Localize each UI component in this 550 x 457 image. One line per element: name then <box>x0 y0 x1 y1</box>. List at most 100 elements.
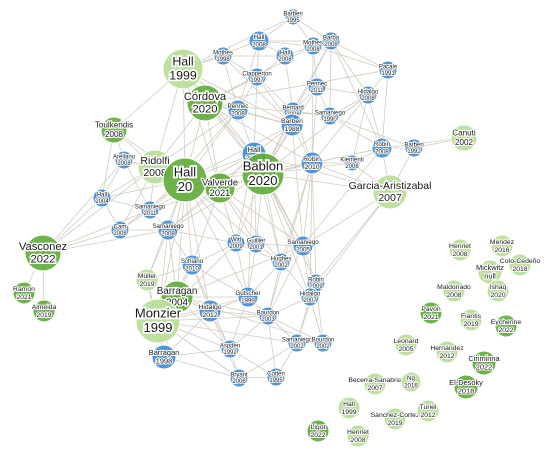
node-circle[interactable] <box>300 287 320 307</box>
node-circle[interactable] <box>300 151 324 175</box>
node-circle[interactable] <box>346 424 370 448</box>
node-circle[interactable] <box>186 84 224 122</box>
node-circle[interactable] <box>490 234 514 258</box>
node-circle[interactable] <box>337 396 361 420</box>
node-circle[interactable] <box>471 350 497 376</box>
node-circle[interactable] <box>135 298 181 344</box>
node-circle[interactable] <box>258 306 278 326</box>
node-circle[interactable] <box>135 268 159 292</box>
node-circle[interactable] <box>140 200 160 220</box>
node-circle[interactable] <box>303 36 323 56</box>
node-circle[interactable] <box>241 152 285 196</box>
node-circle[interactable] <box>229 368 249 388</box>
node-circle[interactable] <box>271 252 291 272</box>
node-circle[interactable] <box>287 333 307 353</box>
node-circle[interactable] <box>363 372 387 396</box>
node-circle[interactable] <box>246 234 266 254</box>
node-circle[interactable] <box>306 419 330 443</box>
node-circle[interactable] <box>394 333 418 357</box>
node-circle[interactable] <box>320 106 340 126</box>
node-circle[interactable] <box>32 299 56 323</box>
node-circle[interactable] <box>151 344 177 370</box>
node-circle[interactable] <box>181 254 203 276</box>
node-circle[interactable] <box>248 30 270 52</box>
node-circle[interactable] <box>508 253 532 277</box>
node-circle[interactable] <box>419 301 443 325</box>
node-circle[interactable] <box>448 238 472 262</box>
node-circle[interactable] <box>343 154 361 172</box>
node-circle[interactable] <box>400 371 422 393</box>
node-circle[interactable] <box>198 299 222 323</box>
node-circle[interactable] <box>371 137 393 159</box>
node-circle[interactable] <box>358 85 378 105</box>
node-circle[interactable] <box>416 399 440 423</box>
node-circle[interactable] <box>372 174 408 210</box>
node-circle[interactable] <box>275 46 295 66</box>
node-circle[interactable] <box>12 281 36 305</box>
node-circle[interactable] <box>321 31 341 51</box>
node-circle[interactable] <box>378 60 398 80</box>
node-circle[interactable] <box>435 340 459 364</box>
node-circle[interactable] <box>494 314 518 338</box>
node-circle[interactable] <box>100 116 128 144</box>
node-circle[interactable] <box>92 188 112 208</box>
node-circle[interactable] <box>110 220 130 240</box>
node-circle[interactable] <box>486 279 510 303</box>
node-circle[interactable] <box>220 339 240 359</box>
node-circle[interactable] <box>453 374 479 400</box>
node-circle[interactable] <box>204 172 236 204</box>
node-circle[interactable] <box>450 124 478 152</box>
node-circle[interactable] <box>237 286 259 308</box>
node-circle[interactable] <box>266 367 286 387</box>
